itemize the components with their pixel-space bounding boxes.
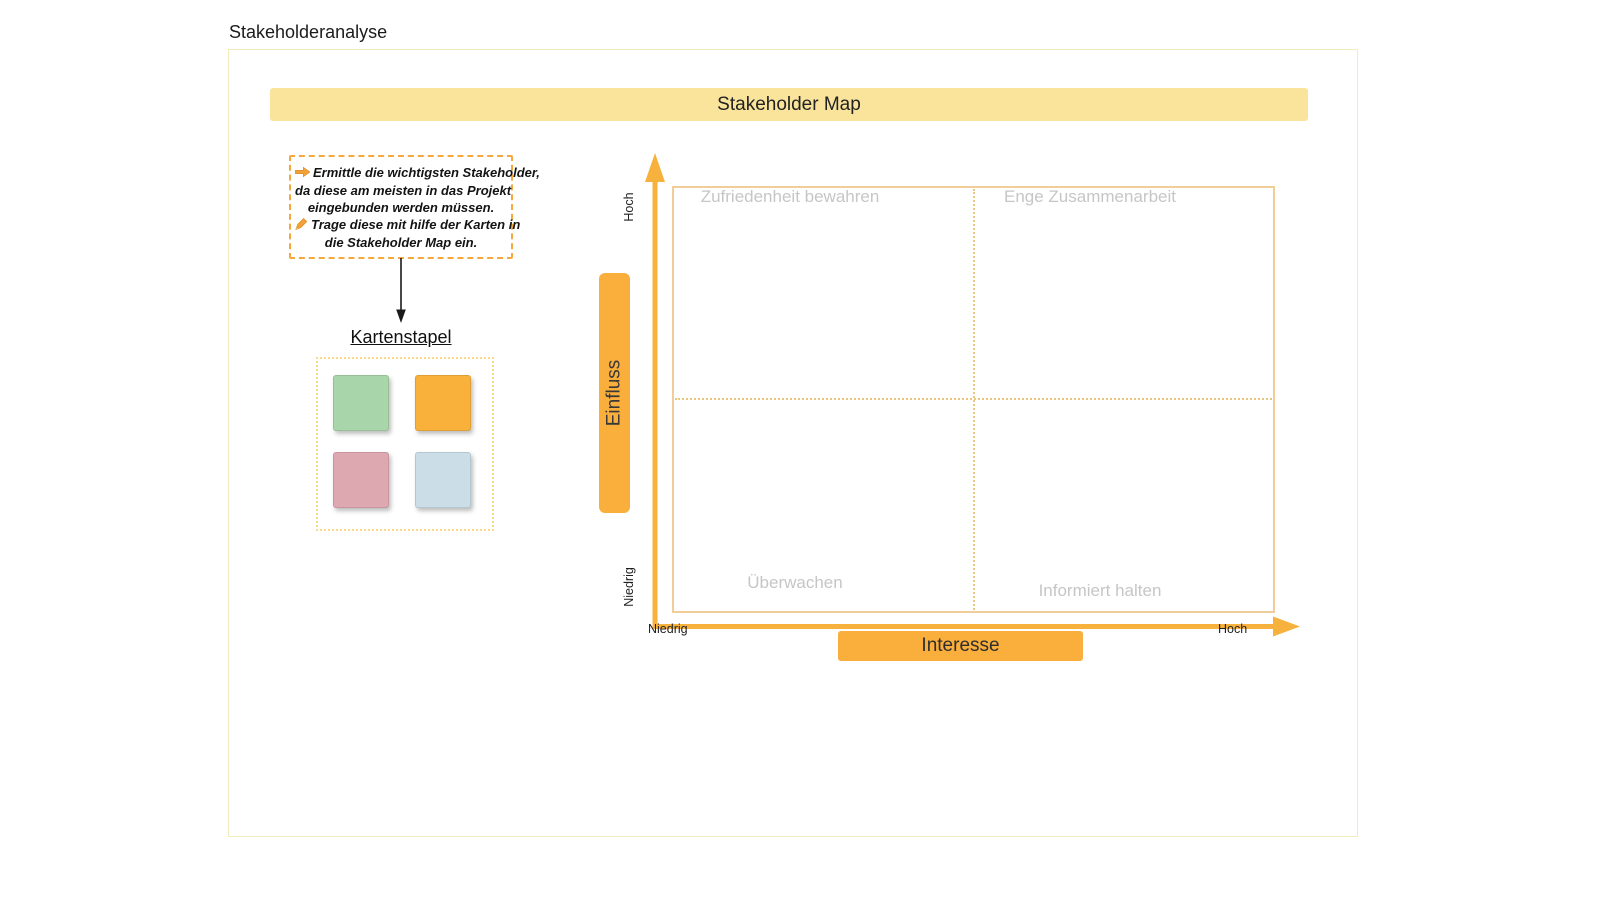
y-axis-title: Einfluss xyxy=(603,359,625,427)
instruction-text: eingebunden werden müssen. xyxy=(307,199,495,215)
instruction-text: Trage diese mit hilfe der Karten in xyxy=(311,216,521,232)
y-axis-title-bar: Einfluss xyxy=(599,273,630,513)
quadrant-label-bottom-left: Überwachen xyxy=(747,573,843,592)
instruction-line: eingebunden werden müssen. xyxy=(295,199,507,216)
quadrant-label-top-right: Enge Zusammenarbeit xyxy=(1004,187,1176,206)
instruction-line: Ermittle die wichtigsten Stakeholder, xyxy=(294,164,540,182)
x-axis-high-label: Hoch xyxy=(1218,622,1248,636)
pointing-hand-icon xyxy=(294,165,311,182)
y-axis-high-label: Hoch xyxy=(622,192,636,222)
instruction-line: da diese am meisten in das Projekt xyxy=(295,182,511,199)
stakeholder-card-green[interactable] xyxy=(333,375,389,431)
stakeholder-card-pink[interactable] xyxy=(333,452,389,508)
writing-hand-icon xyxy=(295,217,308,234)
page-title: Stakeholderanalyse xyxy=(229,22,388,42)
stakeholder-map-banner: Stakeholder Map xyxy=(270,88,1308,121)
instruction-text: da diese am meisten in das Projekt xyxy=(295,182,512,198)
instruction-text: Ermittle die wichtigsten Stakeholder, xyxy=(313,164,540,180)
x-axis-title-bar: Interesse xyxy=(838,631,1083,661)
axes xyxy=(645,153,1300,637)
horizontal-divider xyxy=(675,398,1272,400)
banner-label: Stakeholder Map xyxy=(717,93,861,115)
quadrant-label-bottom-right: Informiert halten xyxy=(1038,581,1162,600)
x-axis-title: Interesse xyxy=(921,635,1000,656)
instruction-line: die Stakeholder Map ein. xyxy=(295,234,507,251)
x-axis-low-label: Niedrig xyxy=(648,622,688,636)
down-arrow-connector xyxy=(396,258,406,323)
y-axis-low-label: Niedrig xyxy=(622,567,636,607)
card-stack-title: Kartenstapel xyxy=(350,327,452,347)
card-stack-box xyxy=(316,357,494,531)
stakeholder-card-blue[interactable] xyxy=(415,452,471,508)
instruction-text: die Stakeholder Map ein. xyxy=(324,234,478,250)
instruction-box: Ermittle die wichtigsten Stakeholder, da… xyxy=(289,155,540,259)
stakeholder-card-orange[interactable] xyxy=(415,375,471,431)
quadrant-label-top-left: Zufriedenheit bewahren xyxy=(700,187,880,206)
instruction-line: Trage diese mit hilfe der Karten in xyxy=(295,216,520,234)
